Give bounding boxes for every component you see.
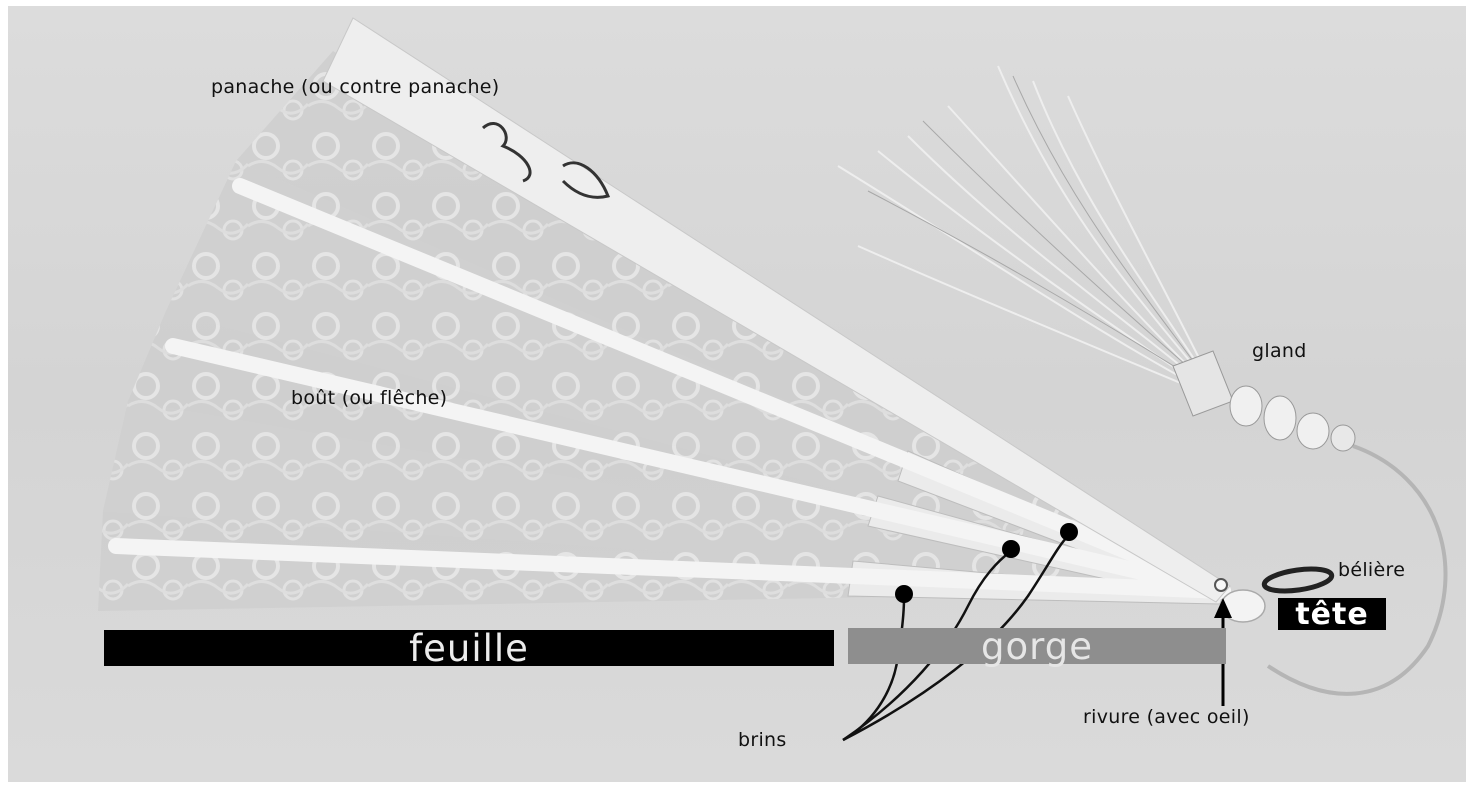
label-gland: gland	[1252, 340, 1307, 362]
label-bout: boût (ou flêche)	[291, 387, 447, 409]
bar-feuille: feuille	[104, 630, 834, 666]
label-panache: panache (ou contre panache)	[211, 76, 500, 98]
label-beliere: bélière	[1338, 559, 1405, 581]
fan-diagram: panache (ou contre panache) boût (ou flê…	[8, 6, 1466, 782]
label-rivure: rivure (avec oeil)	[1083, 706, 1250, 728]
bar-gorge: gorge	[848, 628, 1226, 664]
bar-tete: tête	[1278, 598, 1386, 630]
bail-ring	[1263, 565, 1333, 594]
label-brins: brins	[738, 729, 787, 751]
rivet-eye	[1215, 579, 1227, 591]
